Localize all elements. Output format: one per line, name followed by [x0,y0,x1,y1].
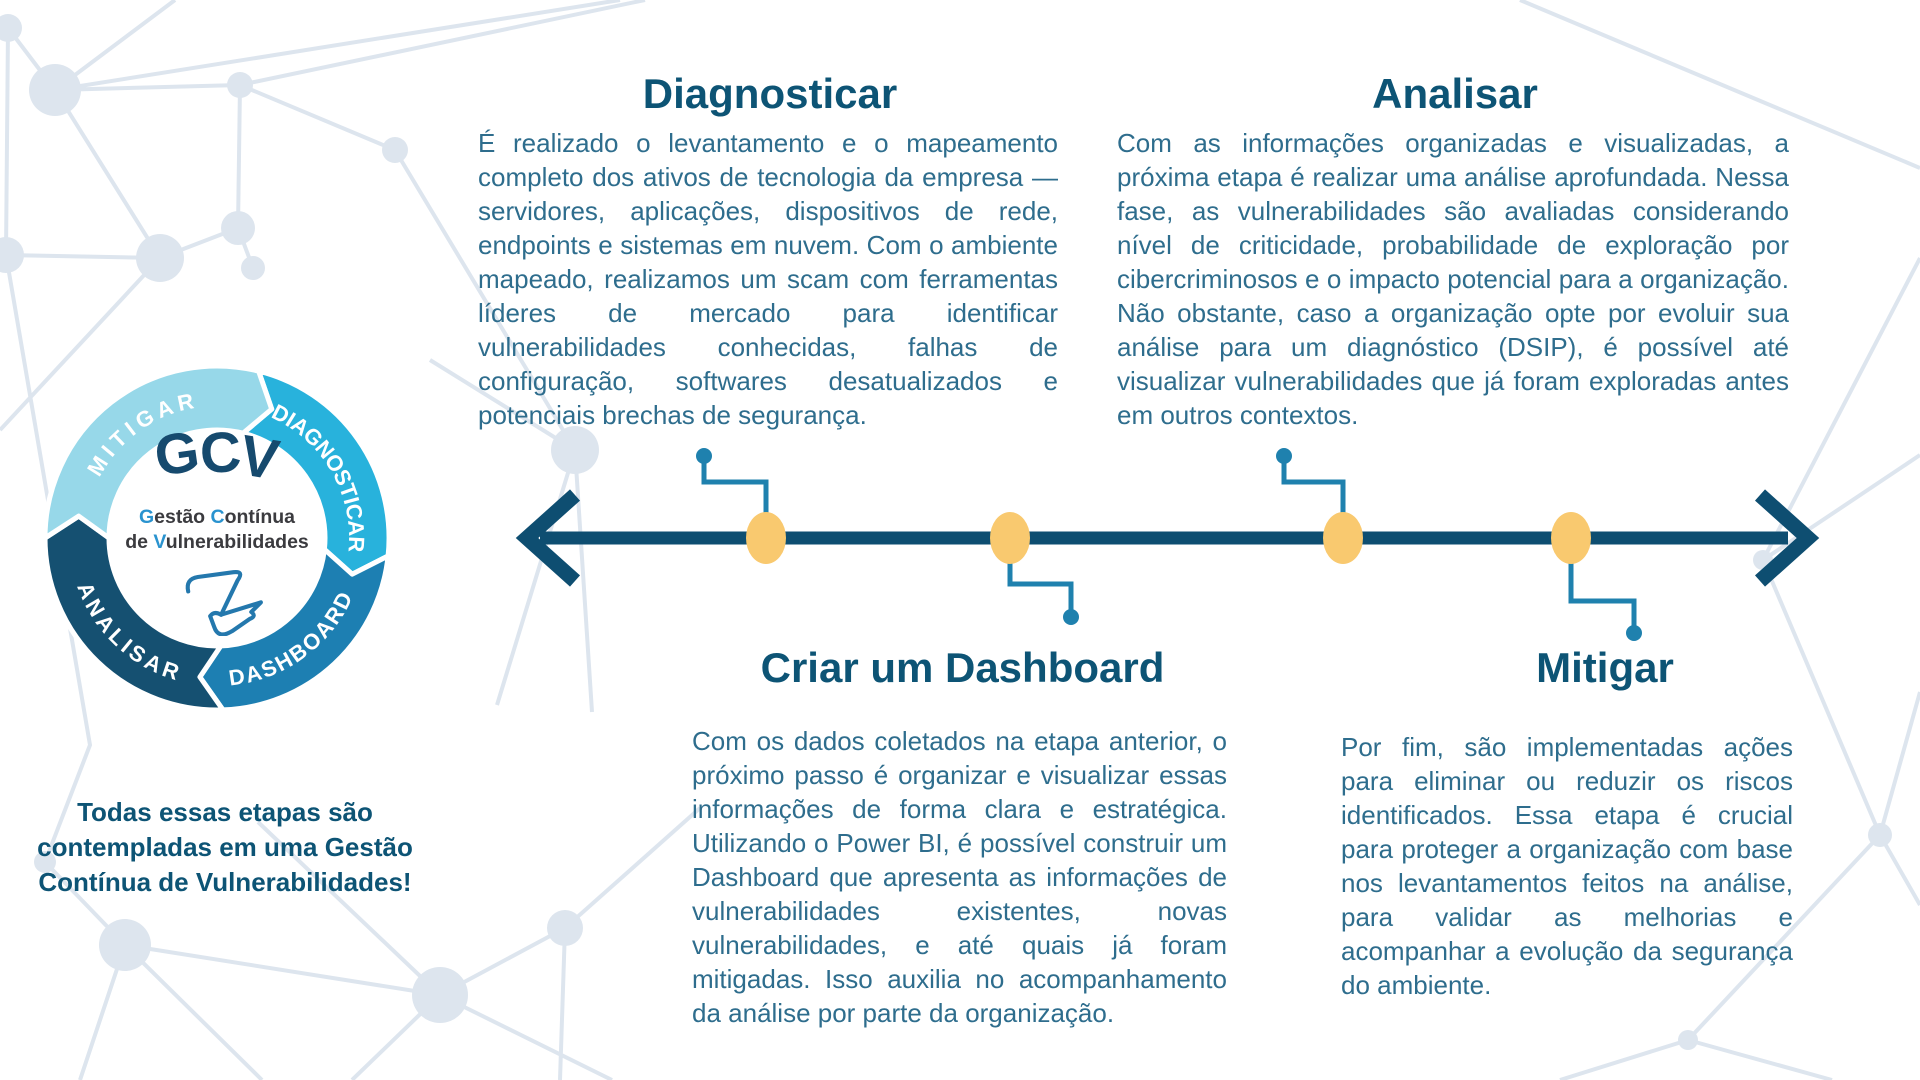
timeline-node-analisar [1323,512,1363,564]
step-title-criar-um-dashboard: Criar um Dashboard [760,644,1165,691]
gcv-letter-g: G [150,419,204,489]
callout-dot-dashboard [1063,609,1079,625]
ring-center: G C V Gestão Contínua de Vulnerabilidade… [87,419,347,652]
callout-connector-mitigar [1568,559,1637,626]
timeline-nodes [746,512,1591,564]
gcv-subtitle: Gestão Contínua de Vulnerabilidades [125,505,309,556]
step-body-mitigar: Por fim, são implementadas ações para el… [1341,732,1793,1000]
gcv-subtitle-line2: de Vulnerabilidades [125,531,309,554]
callout-dot-analisar [1276,448,1292,464]
callout-connectors [701,462,1637,626]
gcv-cycle-diagram: MITIGAR DIAGNOSTICAR ANALISAR DASHBOARD [42,363,392,713]
callout-dot-mitigar [1626,625,1642,641]
segment-mitigar [42,363,275,541]
timeline-node-dashboard [990,512,1030,564]
timeline-arrow-right-icon [1754,489,1820,587]
callout-connector-analisar [1281,462,1346,517]
callout-connector-diagnosticar [701,462,769,517]
ring-caption: Todas essas etapas são contempladas em u… [37,797,413,898]
bird-icon [169,566,265,641]
step-title-analisar: Analisar [1372,70,1538,117]
step-body-criar-um-dashboard: Com os dados coletados na etapa anterior… [692,726,1227,1028]
step-body-analisar: Com as informações organizadas e visuali… [1117,128,1789,430]
timeline-node-diagnosticar [746,512,786,564]
gcv-subtitle-line1: Gestão Contínua [138,506,296,528]
network-nodes [0,14,1892,1050]
step-body-diagnosticar: É realizado o levantamento e o mapeament… [478,128,1058,430]
step-title-mitigar: Mitigar [1536,644,1674,691]
timeline-arrow-left-icon [515,489,581,587]
callout-connector-dashboard [1007,559,1074,610]
gcv-logo: G C V [151,419,284,493]
timeline-node-mitigar [1551,512,1591,564]
gcv-letter-v: V [234,423,284,493]
callout-dot-diagnosticar [696,448,712,464]
gcv-letter-c: C [197,419,243,487]
callout-dots [696,448,1642,641]
step-title-diagnosticar: Diagnosticar [642,70,898,117]
